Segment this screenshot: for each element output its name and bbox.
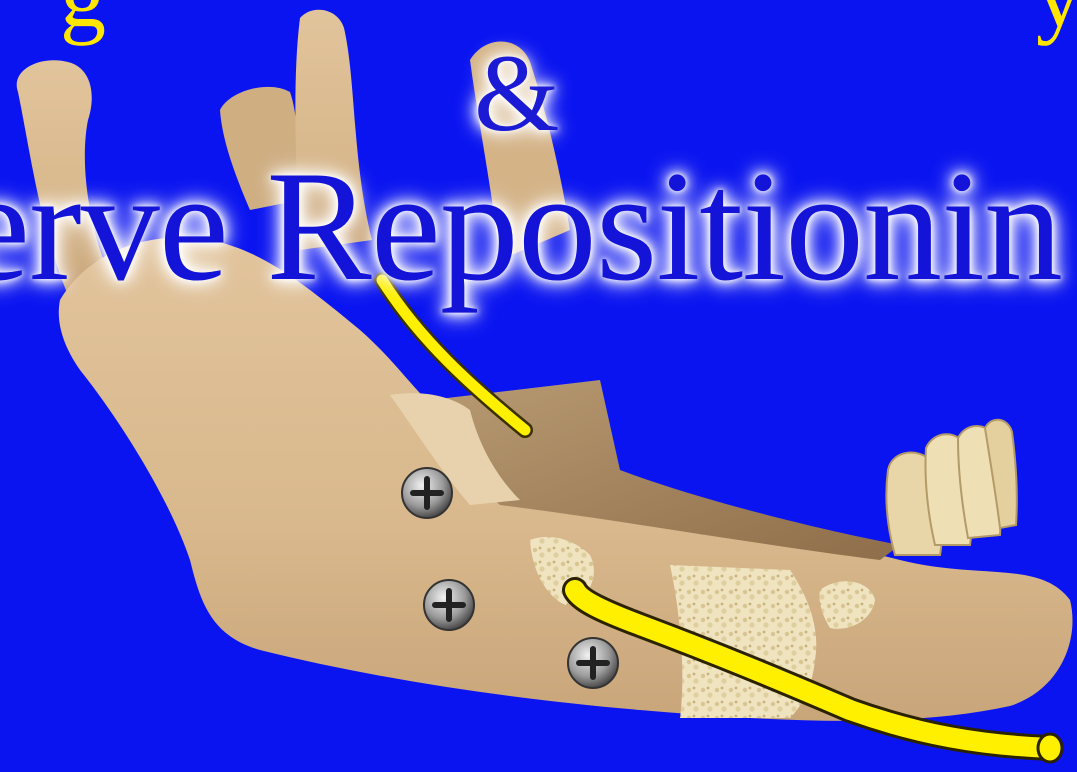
top-title-fragment: y — [1036, 0, 1077, 48]
top-title-fragment: g — [60, 0, 106, 48]
nerve-end — [1038, 734, 1062, 762]
teeth — [886, 420, 1016, 555]
page-title: erve Repositionin — [0, 148, 1062, 306]
screw-icon — [402, 468, 452, 518]
screw-icon — [568, 638, 618, 688]
ampersand: & — [474, 38, 560, 148]
screw-icon — [424, 580, 474, 630]
